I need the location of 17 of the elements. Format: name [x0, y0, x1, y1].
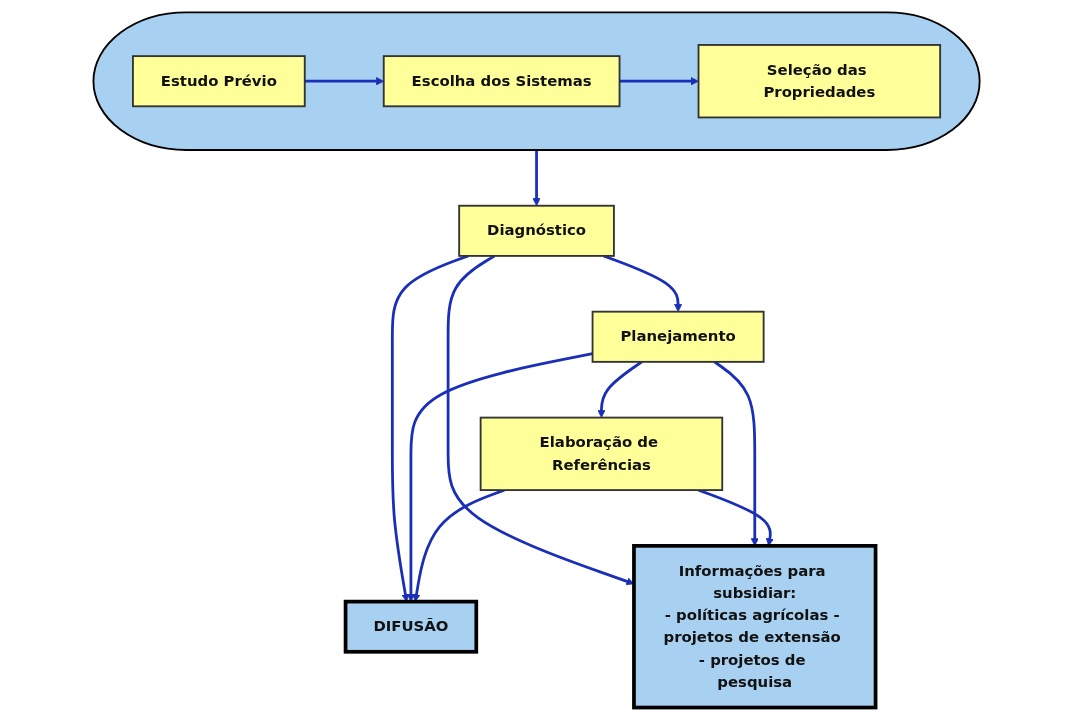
node-box: Elaboração de Referências	[479, 416, 724, 491]
node-box: DIFUSÃO	[343, 599, 479, 654]
node-box: Estudo Prévio	[131, 54, 306, 107]
arrow	[412, 488, 505, 602]
node-box: Planejamento	[591, 310, 765, 363]
arrow	[619, 76, 699, 85]
arrow	[603, 254, 683, 312]
arrow	[713, 360, 759, 546]
arrow	[406, 351, 593, 602]
node-box: Diagnóstico	[458, 204, 615, 257]
node-box: Escolha dos Sistemas	[382, 54, 621, 107]
arrow	[698, 488, 774, 546]
node-box: Seleção das Propriedades	[697, 43, 942, 118]
arrow	[390, 254, 469, 602]
arrow	[532, 149, 541, 206]
node-box: Informações para subsidiar: - políticas agrícolas - projetos de extensão - projetos de pesquisa	[632, 543, 878, 709]
arrow	[597, 360, 643, 418]
